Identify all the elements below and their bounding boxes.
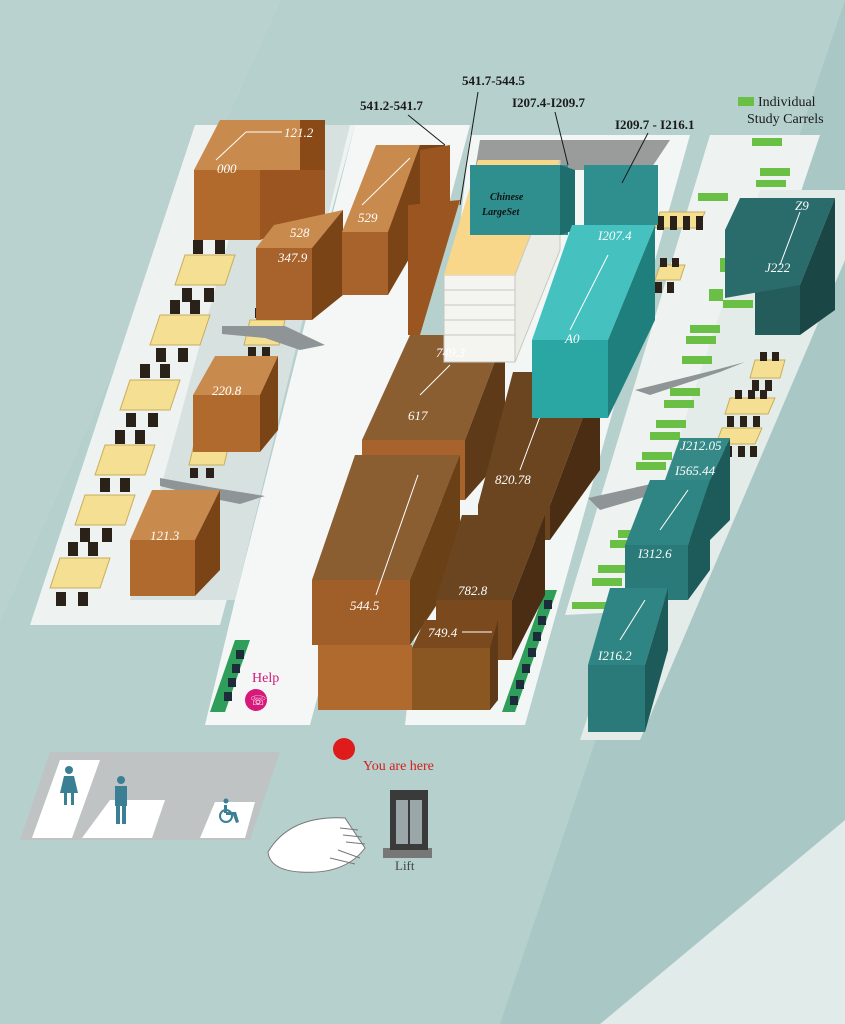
label-528: 528 bbox=[290, 225, 310, 240]
label-i207-4: I207.4 bbox=[597, 228, 632, 243]
label-121-2: 121.2 bbox=[284, 125, 314, 140]
label-121-3: 121.3 bbox=[150, 528, 180, 543]
stack-i209-7-i216-1[interactable] bbox=[584, 165, 658, 225]
help-point[interactable]: Help ☏ bbox=[245, 671, 279, 711]
stack-749-4[interactable] bbox=[412, 620, 498, 710]
stack-220-8[interactable] bbox=[193, 356, 278, 452]
stack-528-347-9[interactable] bbox=[256, 210, 343, 320]
legend-line-1: Individual bbox=[758, 95, 816, 110]
callout-541-7-544-5: 541.7-544.5 bbox=[462, 73, 525, 88]
callout-i209-7-i216-1: I209.7 - I216.1 bbox=[615, 117, 694, 132]
label-529: 529 bbox=[358, 210, 378, 225]
label-749-4: 749.4 bbox=[428, 625, 458, 640]
callout-lines bbox=[407, 91, 649, 206]
stack-labels: 000 121.2 528 347.9 529 220.8 121.3 749.… bbox=[150, 125, 809, 663]
you-are-here-marker: You are here bbox=[333, 738, 434, 774]
label-chinese-large-set-2: LargeSet bbox=[481, 207, 520, 218]
restrooms bbox=[20, 752, 280, 840]
label-chinese-large-set-1: Chinese bbox=[490, 192, 524, 203]
stack-i207-4-i209-7[interactable] bbox=[470, 165, 575, 235]
help-label: Help bbox=[252, 671, 279, 686]
stack-i312-6[interactable] bbox=[625, 480, 710, 600]
label-j212-05: J212.05 bbox=[680, 438, 722, 453]
callout-i207-4-i209-7: I207.4-I209.7 bbox=[512, 95, 585, 110]
label-a0: A0 bbox=[564, 331, 580, 346]
label-749-3: 749.3 bbox=[436, 345, 466, 360]
label-000: 000 bbox=[217, 161, 237, 176]
lift-icon bbox=[390, 790, 428, 850]
legend-line-2: Study Carrels bbox=[747, 112, 824, 127]
stack-544-5[interactable] bbox=[312, 455, 460, 710]
carrel-legend-swatch bbox=[738, 97, 754, 106]
you-are-here-label: You are here bbox=[363, 759, 434, 774]
staircase bbox=[267, 817, 366, 873]
label-j222: J222 bbox=[765, 260, 791, 275]
label-i312-6: I312.6 bbox=[637, 546, 672, 561]
label-i565-44: I565.44 bbox=[674, 463, 716, 478]
stack-i216-2[interactable] bbox=[588, 588, 668, 732]
location-dot-icon bbox=[333, 738, 355, 760]
label-544-5: 544.5 bbox=[350, 598, 380, 613]
label-617: 617 bbox=[408, 408, 428, 423]
label-z9: Z9 bbox=[795, 198, 809, 213]
label-782-8: 782.8 bbox=[458, 583, 488, 598]
lift-label: Lift bbox=[395, 858, 415, 873]
callout-labels: 541.2-541.7 541.7-544.5 I207.4-I209.7 I2… bbox=[360, 73, 694, 132]
label-820-78: 820.78 bbox=[495, 472, 531, 487]
stack-i207-4-a0[interactable] bbox=[532, 225, 655, 418]
svg-text:☏: ☏ bbox=[250, 694, 266, 709]
phone-icon bbox=[245, 689, 267, 711]
female-restroom-icon bbox=[60, 766, 78, 805]
stack-000-121[interactable] bbox=[194, 120, 325, 240]
stack-541-7-544-5[interactable] bbox=[408, 200, 460, 335]
male-restroom-icon bbox=[115, 776, 127, 824]
computer-terminals bbox=[210, 590, 557, 712]
callout-541-2-541-7: 541.2-541.7 bbox=[360, 98, 423, 113]
stack-z9-j222[interactable] bbox=[725, 198, 835, 335]
wheelchair-icon bbox=[219, 798, 239, 823]
lift: Lift bbox=[383, 790, 432, 873]
legend-study-carrels: Individual Study Carrels bbox=[738, 95, 824, 127]
label-347-9: 347.9 bbox=[277, 250, 308, 265]
label-i216-2: I216.2 bbox=[597, 648, 632, 663]
label-220-8: 220.8 bbox=[212, 383, 242, 398]
stack-121-3[interactable] bbox=[130, 490, 220, 596]
